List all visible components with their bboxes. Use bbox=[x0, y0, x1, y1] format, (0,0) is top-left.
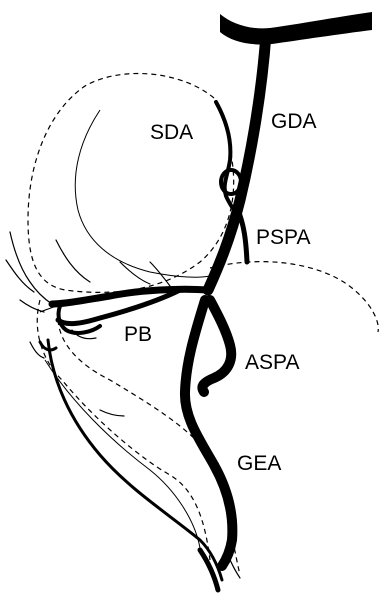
lower-left-branch bbox=[48, 340, 222, 580]
gastroduodenal-artery bbox=[208, 34, 266, 290]
label-aspa: ASPA bbox=[245, 352, 299, 373]
right-organ-outline bbox=[210, 262, 378, 332]
vessels bbox=[40, 12, 372, 590]
label-sda: SDA bbox=[150, 122, 193, 143]
twig-9 bbox=[100, 410, 124, 416]
twig-4 bbox=[56, 240, 90, 282]
upper-organ-outline bbox=[28, 74, 234, 293]
label-pb: PB bbox=[124, 324, 152, 345]
anterior-superior-pancreaticoduodenal-artery bbox=[202, 300, 231, 392]
label-pspa: PSPA bbox=[256, 227, 310, 248]
posterior-superior-pancreaticoduodenal-artery bbox=[238, 210, 247, 262]
pancreatic-branch bbox=[52, 289, 208, 304]
lower-organ-outline-inner bbox=[58, 320, 240, 575]
label-gea: GEA bbox=[237, 453, 281, 474]
twig-5 bbox=[120, 262, 150, 284]
twig-3 bbox=[20, 300, 44, 312]
common-hepatic-artery bbox=[220, 12, 372, 45]
lower-body-line bbox=[45, 360, 200, 548]
twig-1 bbox=[10, 232, 52, 304]
label-gda: GDA bbox=[271, 111, 317, 132]
